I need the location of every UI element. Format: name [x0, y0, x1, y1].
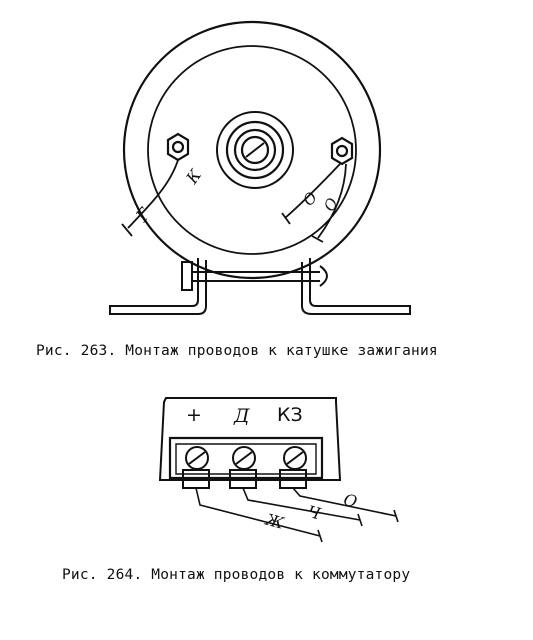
right-terminal-nut: [330, 136, 354, 166]
wire-zh-label: Ж: [263, 509, 287, 533]
commutator-wires: [195, 487, 399, 543]
terminal-kz-label: КЗ: [277, 404, 303, 426]
coil-inner-body: [147, 45, 357, 255]
wire-o-label-2: О: [320, 195, 342, 215]
terminal-d-label: Д: [233, 405, 250, 427]
wire-o-label-1: О: [299, 188, 321, 209]
wire-o-label: О: [342, 490, 360, 512]
figure-263-caption: Рис. 263. Монтаж проводов к катушке зажи…: [36, 343, 438, 359]
left-terminal-nut: [166, 132, 190, 162]
left-wire: [127, 159, 179, 229]
figure-264-caption: Рис. 264. Монтаж проводов к коммутатору: [62, 567, 411, 583]
right-wire-1: [284, 163, 341, 219]
wire-ch-label: Ч: [306, 502, 323, 524]
screw-plus: [185, 446, 209, 470]
screw-d: [232, 446, 256, 470]
terminal-k-label: К: [182, 165, 206, 187]
right-wire-2: [317, 163, 347, 239]
figure-264-commutator: [158, 397, 399, 543]
mounting-bracket: [109, 258, 411, 315]
wire-g-label: Г: [132, 204, 156, 227]
screw-kz: [283, 446, 307, 470]
central-terminal: [216, 111, 294, 189]
coil-outer-rim: [122, 20, 382, 280]
terminal-plus-label: +: [186, 404, 202, 426]
